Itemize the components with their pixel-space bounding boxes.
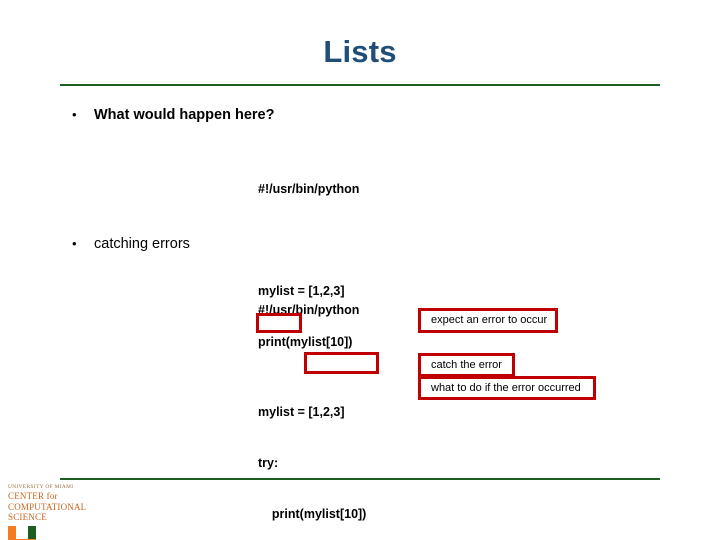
logo-bar-gap — [16, 525, 28, 540]
code-line: print(mylist[10]) — [258, 507, 367, 521]
logo-bar-orange — [8, 525, 16, 540]
title-divider-top — [60, 84, 660, 86]
code-line — [258, 232, 359, 249]
footer-divider-bottom — [60, 478, 660, 480]
callout-expect-error: expect an error to occur — [418, 308, 558, 333]
logo-bar-green — [28, 525, 36, 540]
bullet-item-catching-errors: • catching errors — [72, 236, 190, 253]
code-line: mylist = [1,2,3] — [258, 284, 345, 298]
code-block-try-except: #!/usr/bin/python mylist = [1,2,3] try: … — [258, 268, 368, 540]
callout-text: catch the error — [431, 358, 502, 371]
callout-handle-error: what to do if the error occurred — [418, 376, 596, 400]
logo-center-line-3: SCIENCE — [8, 512, 47, 523]
try-keyword-highlight — [256, 313, 302, 333]
footer-logo: UNIVERSITY OF MIAMI CENTER for COMPUTATI… — [8, 484, 118, 540]
callout-text: what to do if the error occurred — [431, 381, 581, 394]
bullet-marker-icon: • — [72, 236, 77, 251]
callout-text: expect an error to occur — [431, 314, 548, 327]
bullet-item-what-would-happen: • What would happen here? — [72, 107, 275, 124]
page-title: Lists — [323, 34, 397, 69]
logo-center-name: CENTER for COMPUTATIONAL SCIENCE — [8, 491, 118, 523]
code-line: mylist = [1,2,3] — [258, 405, 345, 419]
logo-center-line-2: COMPUTATIONAL — [8, 501, 87, 512]
indexerror-highlight — [304, 352, 379, 374]
logo-bar-base — [8, 538, 36, 540]
code-line: print(mylist[10]) — [258, 335, 353, 349]
code-line: #!/usr/bin/python — [258, 182, 360, 196]
bullet-label: catching errors — [94, 236, 190, 252]
logo-university-name: UNIVERSITY OF MIAMI — [8, 484, 74, 490]
miami-u-logo-icon — [8, 525, 38, 540]
code-block-uncaught-error: #!/usr/bin/python mylist = [1,2,3] print… — [258, 147, 359, 385]
logo-center-line-1: CENTER for — [8, 491, 58, 502]
bullet-marker-icon: • — [72, 107, 77, 122]
callout-catch-error: catch the error — [418, 353, 515, 377]
code-line: try: — [258, 456, 279, 470]
bullet-label: What would happen here? — [94, 107, 275, 123]
